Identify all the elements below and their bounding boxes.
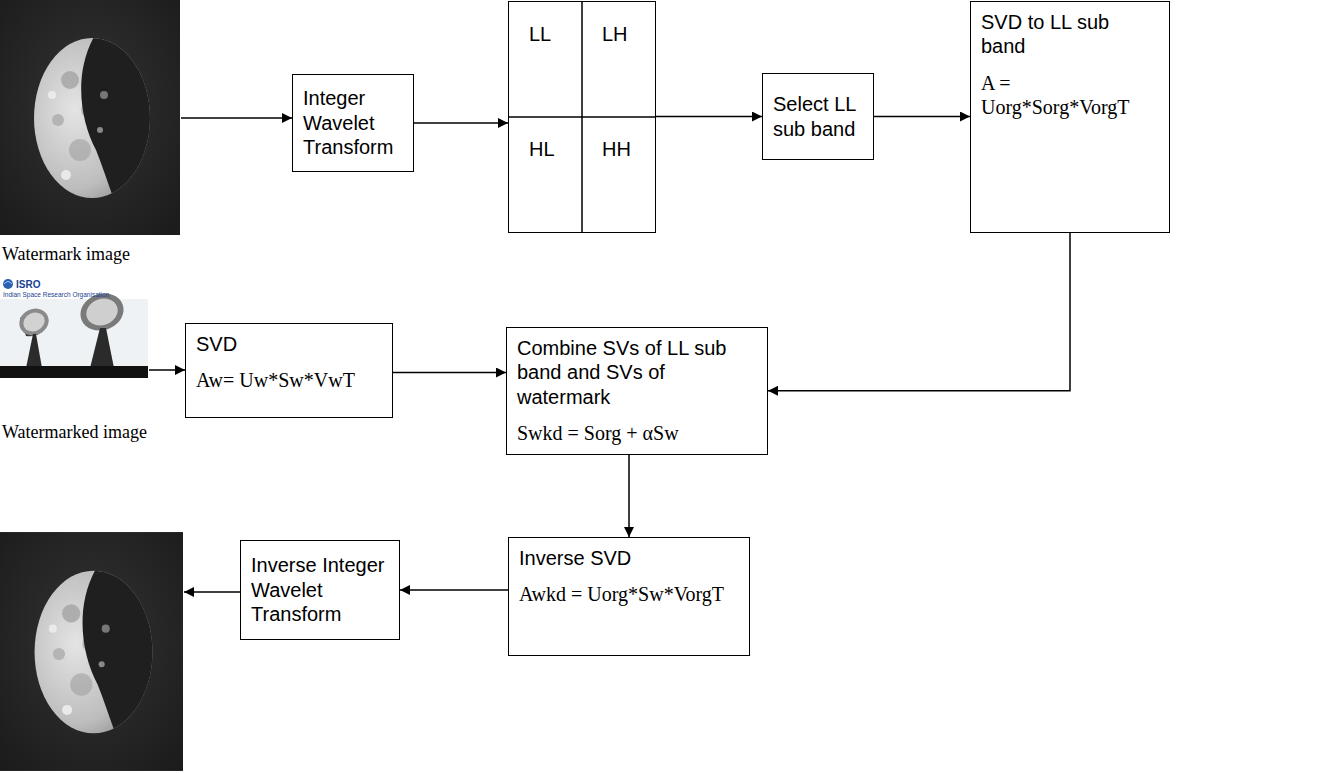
input-arrow <box>149 369 185 371</box>
watermarked-image <box>0 532 183 771</box>
logo-text: Indian Space Research Organisation <box>3 291 109 298</box>
image-caption: Watermarked image <box>2 422 147 443</box>
box-label: SVD to LL sub band <box>981 10 1159 59</box>
formula-text: Swkd = Sorg + αSw <box>517 421 757 445</box>
process-box: Select LL sub band <box>762 73 874 160</box>
process-box: Combine SVs of LL sub band and SVs of wa… <box>506 327 768 455</box>
process-box: Inverse Integer Wavelet Transform <box>240 540 400 640</box>
flow-arrow <box>874 116 970 118</box>
flow-arrow <box>414 122 508 124</box>
flow-arrow <box>768 233 1070 391</box>
host-image <box>0 0 180 235</box>
process-box: Integer Wavelet Transform <box>292 74 414 172</box>
flow-arrow <box>656 116 762 118</box>
box-label: Integer Wavelet Transform <box>303 86 403 159</box>
box-label: Inverse SVD <box>519 546 739 570</box>
process-box: Inverse SVD Awkd = Uorg*Sw*VorgT <box>508 537 750 656</box>
formula-text: Awkd = Uorg*Sw*VorgT <box>519 582 739 606</box>
flow-arrow <box>393 372 506 374</box>
subband-grid: LL LH HL HH <box>508 1 656 233</box>
subband-label: HH <box>602 137 631 161</box>
formula-text: Aw= Uw*Sw*VwT <box>196 368 382 392</box>
formula-text: A = Uorg*Sorg*VorgT <box>981 71 1159 120</box>
flow-arrow <box>400 589 508 591</box>
image-caption: Watermark image <box>2 244 130 265</box>
process-box: SVD to LL sub band A = Uorg*Sorg*VorgT <box>970 1 1170 233</box>
box-label: Combine SVs of LL sub band and SVs of wa… <box>517 336 757 409</box>
subband-label: HL <box>529 137 555 161</box>
box-label: Inverse Integer Wavelet Transform <box>251 553 389 626</box>
flow-arrow <box>628 455 630 537</box>
subband-label: LH <box>602 22 628 46</box>
input-arrow <box>181 117 292 119</box>
subband-label: LL <box>529 22 551 46</box>
process-box: SVD Aw= Uw*Sw*VwT <box>185 323 393 418</box>
box-label: SVD <box>196 332 382 356</box>
logo-text: ISRO <box>16 279 40 290</box>
box-label: Select LL sub band <box>773 92 863 141</box>
watermark-logo <box>0 277 148 378</box>
output-arrow <box>184 591 240 593</box>
